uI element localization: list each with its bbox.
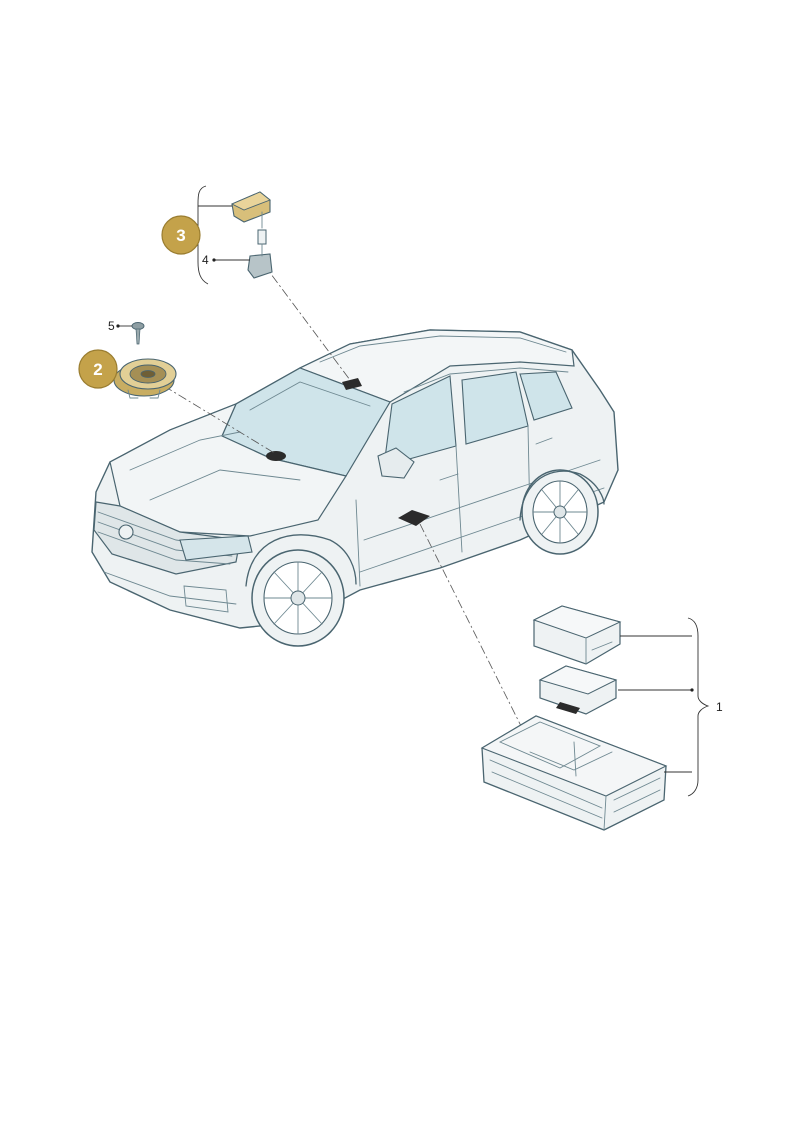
part-1-top-module xyxy=(532,605,622,665)
callout-5-label: 5 xyxy=(108,319,115,333)
badge-3: 3 xyxy=(161,215,201,255)
vehicle-roof xyxy=(298,329,575,403)
bracket-1 xyxy=(687,617,710,797)
quarter-window xyxy=(519,371,573,421)
callout-4-label: 4 xyxy=(202,253,209,267)
svg-text:3: 3 xyxy=(176,226,185,245)
locator-line-3 xyxy=(261,261,351,381)
badge-2: 2 xyxy=(78,349,118,389)
locator-line-1 xyxy=(419,523,523,729)
locator-line-2 xyxy=(163,385,277,455)
part-5-screw xyxy=(131,322,145,345)
brand-emblem xyxy=(118,524,134,540)
door-unit-marker xyxy=(398,510,430,526)
part-3-module xyxy=(230,191,271,229)
part-1-middle-module xyxy=(538,665,618,715)
rear-wheel xyxy=(521,469,599,555)
part-4-connector xyxy=(247,229,273,279)
roof-module-marker xyxy=(342,378,362,390)
svg-text:2: 2 xyxy=(93,360,102,379)
vehicle-suv-illustration xyxy=(91,329,619,647)
part-1-base-unit xyxy=(480,715,668,831)
front-wheel xyxy=(251,549,345,647)
callout-1-label: 1 xyxy=(716,700,723,714)
part-2-speaker xyxy=(113,358,177,399)
side-mirror xyxy=(377,447,415,479)
headlight xyxy=(179,535,253,561)
dash-speaker-marker xyxy=(266,451,286,461)
